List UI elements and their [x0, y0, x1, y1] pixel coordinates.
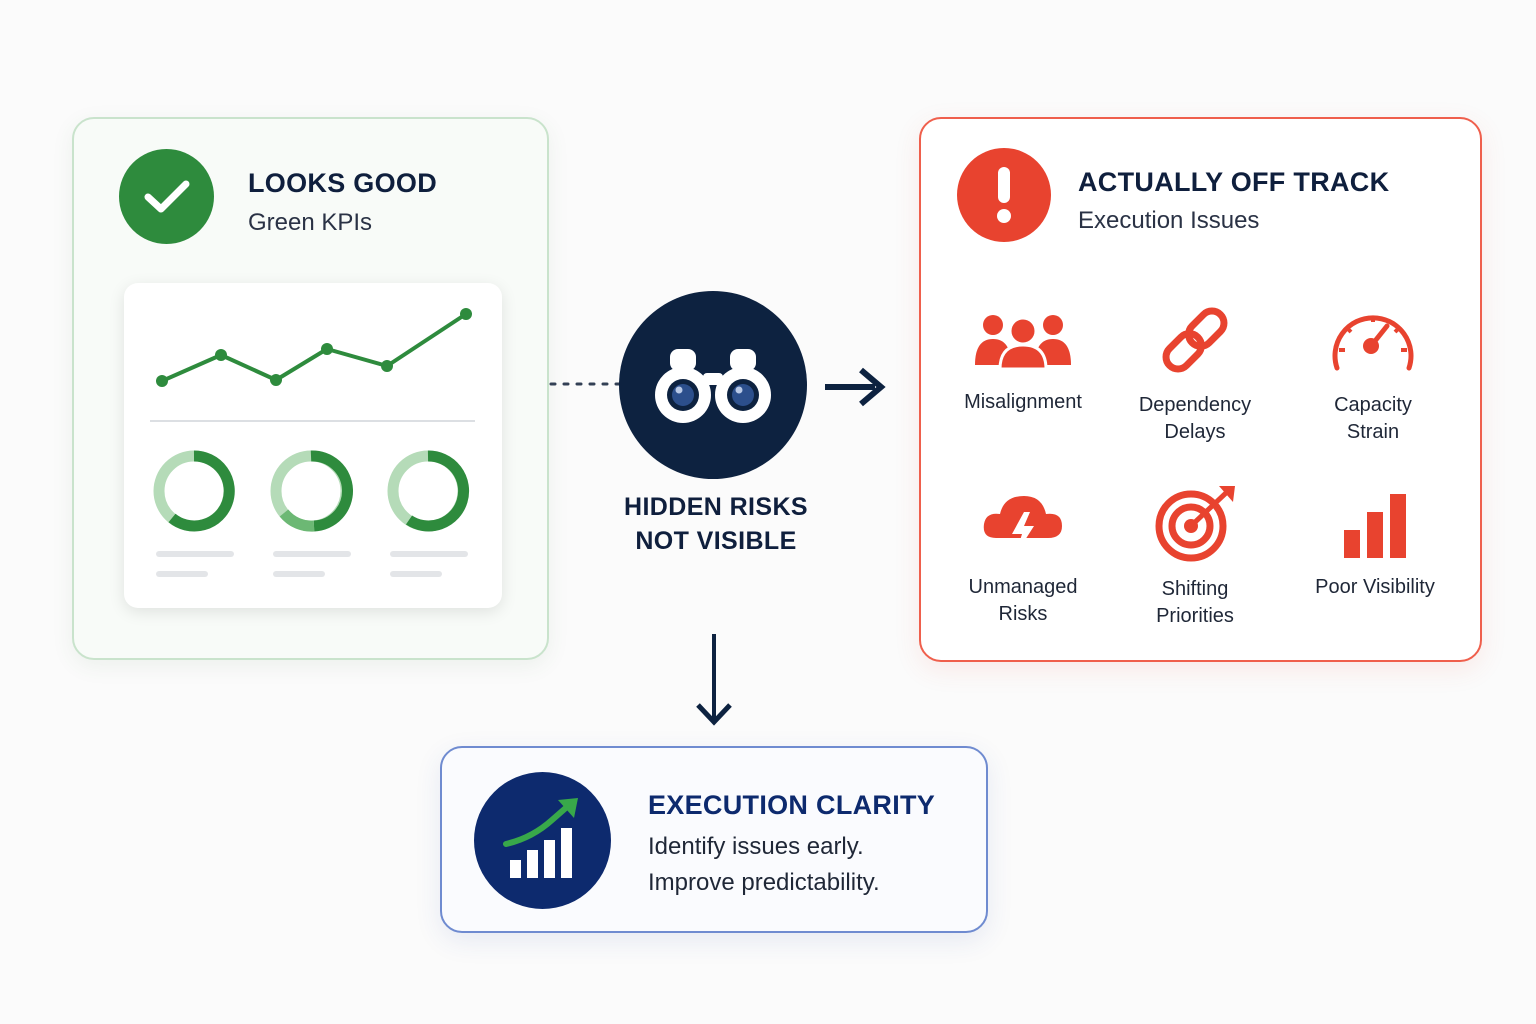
- kpi-dashboard-graphic: [150, 308, 475, 577]
- issue-unmanaged-risks: Unmanaged Risks: [933, 488, 1113, 628]
- bar-chart-icon: [1344, 494, 1406, 558]
- exclamation-circle-icon: [957, 148, 1051, 242]
- execution-clarity-title: EXECUTION CLARITY: [648, 790, 936, 820]
- issue-dependency-delays: Dependency Delays: [1105, 302, 1285, 446]
- off-track-subtitle: Execution Issues: [1078, 207, 1260, 234]
- issue-label: Shifting Priorities: [1156, 578, 1234, 627]
- issue-label: Unmanaged Risks: [968, 576, 1078, 625]
- looks-good-subtitle: Green KPIs: [248, 209, 373, 236]
- donut-3: [387, 450, 470, 532]
- issue-label: Poor Visibility: [1315, 576, 1435, 598]
- issue-shifting-priorities: Shifting Priorities: [1105, 484, 1285, 630]
- issue-label: Misalignment: [964, 391, 1082, 413]
- issue-misalignment: Misalignment: [933, 305, 1113, 416]
- hidden-risks-line1: HIDDEN RISKS: [624, 493, 808, 521]
- binoculars-icon: [619, 291, 807, 479]
- issue-label: Dependency Delays: [1138, 394, 1252, 443]
- dotted-connector: [549, 382, 621, 386]
- clarity-line1: Identify issues early.: [648, 833, 864, 860]
- arrow-down-icon: [696, 634, 732, 726]
- check-circle-icon: [119, 149, 214, 244]
- issue-capacity-strain: Capacity Strain: [1283, 302, 1463, 446]
- hidden-risks-label: HIDDEN RISKS NOT VISIBLE: [586, 490, 846, 558]
- hidden-risks-line2: NOT VISIBLE: [635, 527, 797, 555]
- arrow-right-icon: [825, 367, 886, 407]
- storm-cloud-icon: [983, 496, 1062, 554]
- kpi-dashboard-panel: [124, 283, 502, 608]
- looks-good-title: LOOKS GOOD: [248, 168, 438, 198]
- donut-2: [270, 450, 354, 532]
- off-track-title: ACTUALLY OFF TRACK: [1078, 167, 1390, 197]
- growth-chart-icon: [474, 772, 611, 909]
- issue-poor-visibility: Poor Visibility: [1285, 490, 1465, 601]
- issue-label: Capacity Strain: [1334, 394, 1412, 443]
- target-icon: [1155, 486, 1235, 562]
- gauge-icon: [1332, 315, 1414, 371]
- chain-link-icon: [1162, 307, 1228, 373]
- people-icon: [975, 315, 1071, 371]
- clarity-line2: Improve predictability.: [648, 869, 880, 896]
- donut-1: [153, 450, 235, 532]
